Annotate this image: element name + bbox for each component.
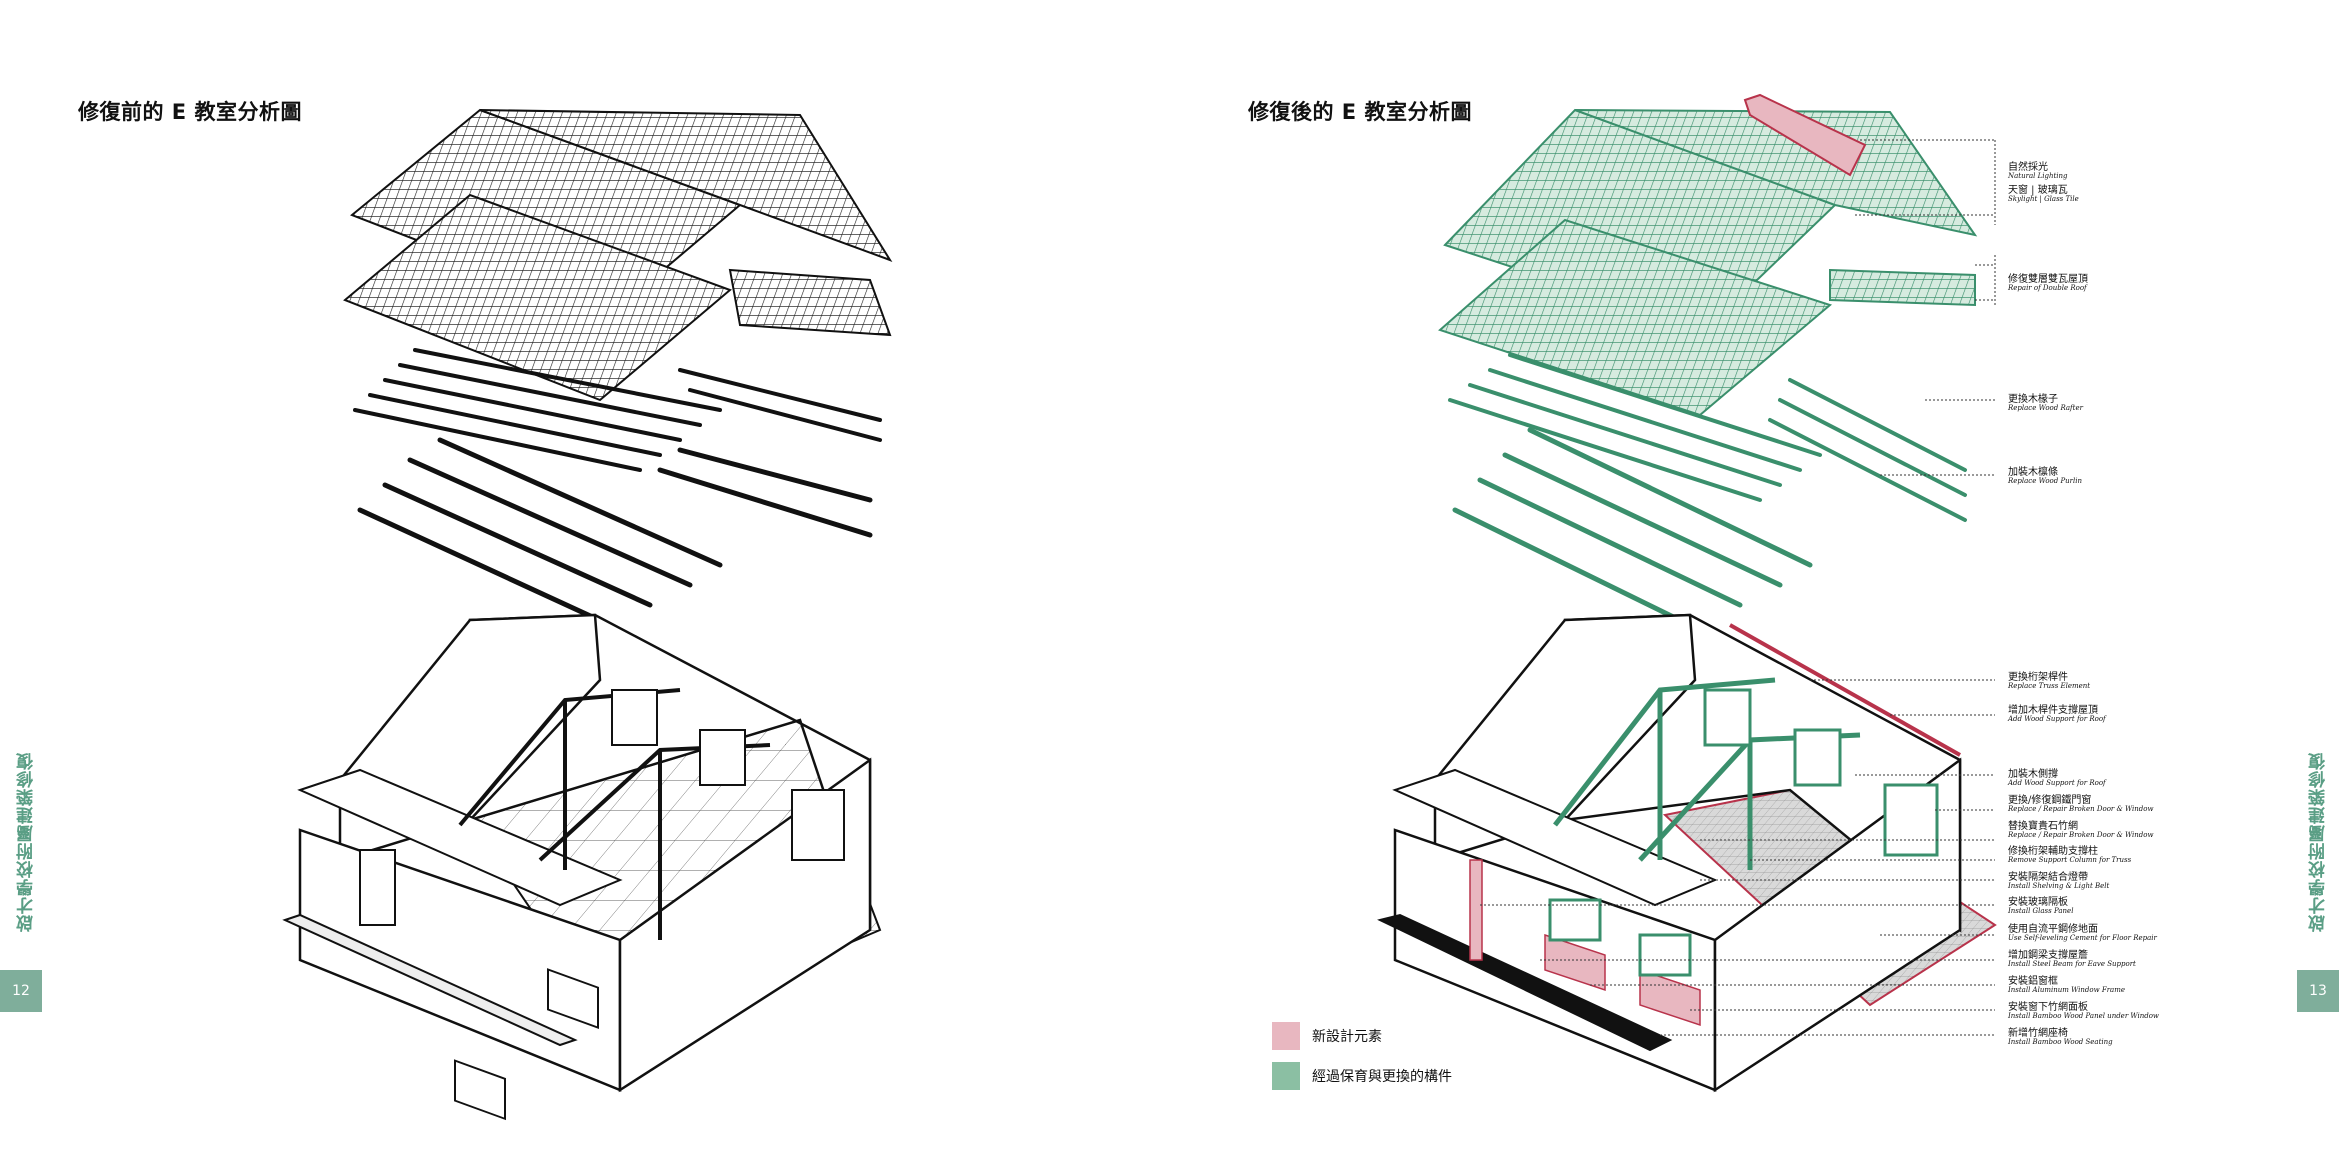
right-windows bbox=[1548, 688, 1939, 977]
legend-label-new: 新設計元素 bbox=[1312, 1029, 1382, 1045]
right-page-number: 13 bbox=[2297, 970, 2339, 1012]
legend-new-design: 新設計元素 bbox=[1272, 1022, 1382, 1050]
left-base-step bbox=[282, 913, 578, 1047]
left-windows bbox=[359, 689, 845, 1121]
legend-retained: 經過保育與更換的構件 bbox=[1272, 1062, 1452, 1090]
leader-lines bbox=[1480, 139, 1996, 1036]
right-skylight-box bbox=[1743, 93, 1867, 177]
left-page: 修復前的 E 教室分析圖 啟才學校附屬建築修復 12 bbox=[0, 0, 1169, 1170]
legend-swatch-retained bbox=[1272, 1062, 1300, 1090]
left-purlins bbox=[357, 437, 873, 628]
left-roof-drawing bbox=[343, 108, 893, 628]
left-page-number: 12 bbox=[0, 970, 42, 1012]
right-page: 修復後的 E 教室分析圖 啟才學校附屬建築修復 13 bbox=[1170, 0, 2339, 1170]
right-roof-mid-panel-right bbox=[1829, 268, 1976, 307]
right-rafters bbox=[1448, 353, 1967, 522]
right-black-base bbox=[1377, 913, 1673, 1052]
right-roof-drawing bbox=[1438, 93, 1978, 633]
right-eave bbox=[1392, 768, 1718, 907]
left-roof-top-panel-right bbox=[479, 109, 893, 262]
legend-swatch-new bbox=[1272, 1022, 1300, 1050]
right-building-drawing bbox=[1377, 613, 1997, 1093]
left-page-title: 修復前的 E 教室分析圖 bbox=[78, 100, 302, 124]
left-roof-mid-panel-right bbox=[728, 268, 892, 337]
left-eave bbox=[297, 768, 623, 907]
right-red-beam bbox=[1729, 623, 1961, 757]
right-pink-panels bbox=[1469, 859, 1701, 1027]
left-roof-mid-panel bbox=[343, 193, 732, 402]
legend-label-retained: 經過保育與更換的構件 bbox=[1312, 1069, 1452, 1085]
right-page-title: 修復後的 E 教室分析圖 bbox=[1248, 100, 1472, 124]
right-purlins bbox=[1452, 427, 1813, 633]
left-rafters bbox=[353, 348, 882, 472]
left-building-drawing bbox=[282, 613, 882, 1121]
